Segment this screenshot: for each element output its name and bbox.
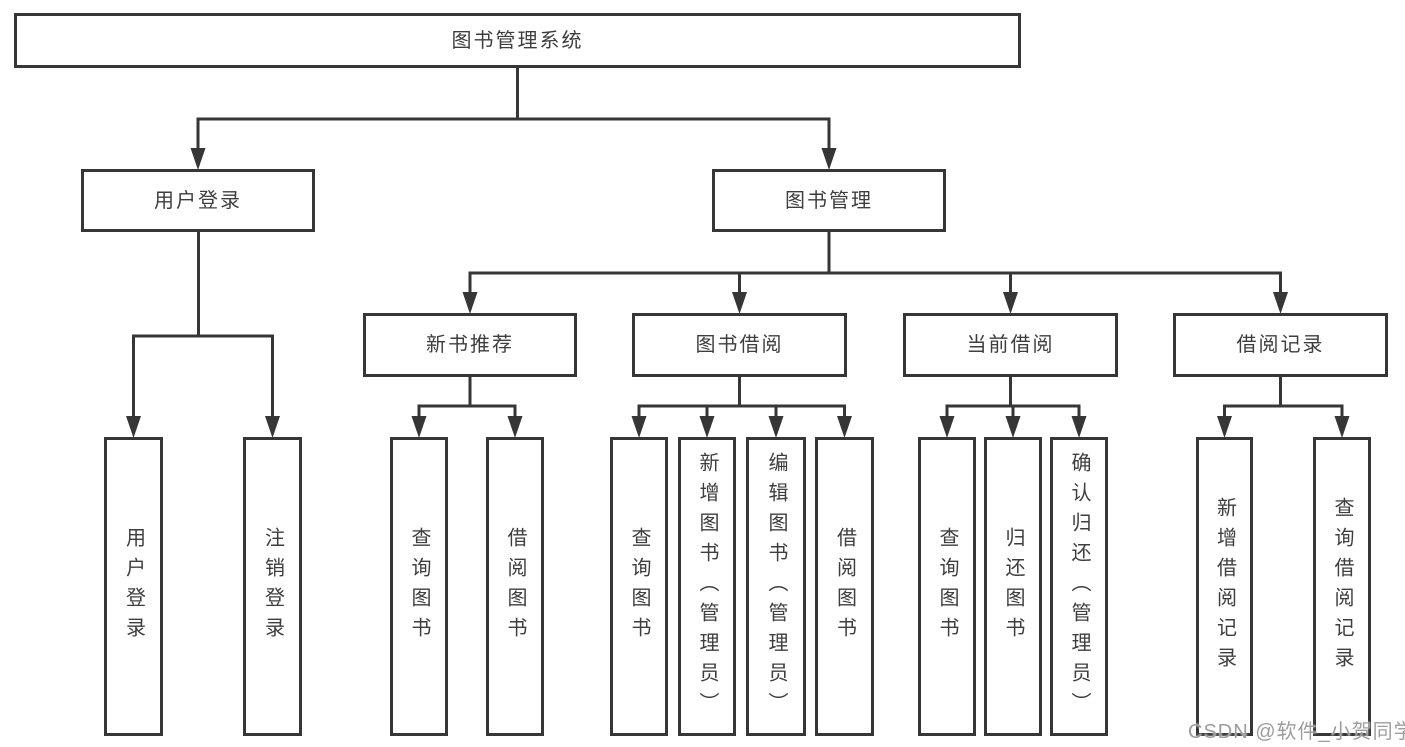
node-book-management: 图书管理 bbox=[712, 169, 946, 232]
node-current-borrow: 当前借阅 bbox=[903, 313, 1118, 377]
node-user-login: 用户登录 bbox=[81, 169, 315, 232]
leaf-borrow-books: 借阅图书 bbox=[815, 437, 874, 736]
arrowheads bbox=[126, 148, 1350, 438]
leaf-query-books-recommend: 查询图书 bbox=[390, 437, 448, 736]
leaf-query-books-current: 查询图书 bbox=[918, 437, 976, 736]
connector-lines bbox=[132, 66, 1344, 418]
watermark: CSDN @软件_小贺同学 bbox=[1188, 721, 1405, 743]
leaf-logout: 注销登录 bbox=[243, 437, 302, 736]
node-borrow-records: 借阅记录 bbox=[1173, 313, 1388, 377]
node-book-borrow: 图书借阅 bbox=[632, 313, 847, 377]
leaf-add-books-admin: 新增图书（管理员） bbox=[678, 437, 736, 736]
leaf-edit-books-admin: 编辑图书（管理员） bbox=[746, 437, 806, 736]
leaf-user-login: 用户登录 bbox=[104, 437, 163, 736]
leaf-query-borrow-record: 查询借阅记录 bbox=[1313, 437, 1371, 736]
node-root: 图书管理系统 bbox=[14, 13, 1021, 68]
node-new-book-recommend: 新书推荐 bbox=[363, 313, 577, 377]
leaf-confirm-return-admin: 确认归还（管理员） bbox=[1050, 437, 1108, 736]
leaf-add-borrow-record: 新增借阅记录 bbox=[1196, 437, 1253, 736]
leaf-return-books: 归还图书 bbox=[984, 437, 1042, 736]
leaf-query-books-borrow: 查询图书 bbox=[610, 437, 668, 736]
leaf-borrow-books-recommend: 借阅图书 bbox=[486, 437, 544, 736]
